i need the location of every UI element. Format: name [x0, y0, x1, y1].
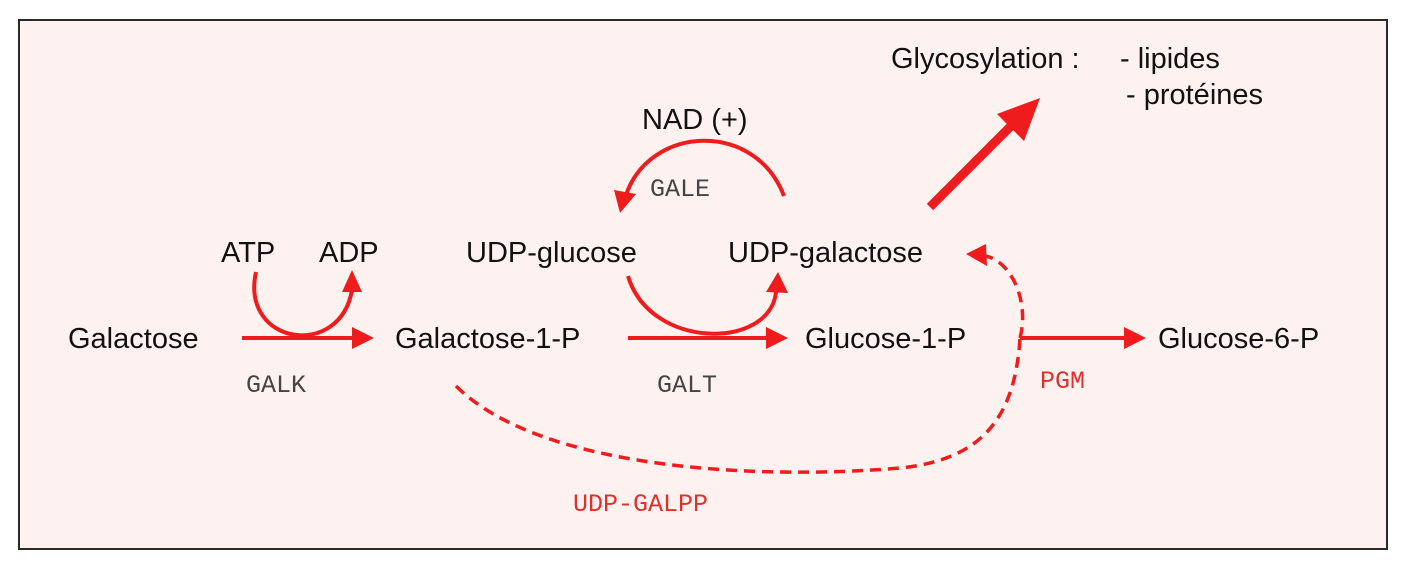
enzyme-pgm: PGM [1040, 367, 1085, 396]
arrow-galactose-to-galactose-1-p [242, 327, 374, 349]
dashed-arrow-to-udp-galactose [966, 244, 1025, 339]
arrow-gale-epimerase [614, 138, 786, 213]
diagram-frame [18, 19, 1388, 550]
arrow-atp-to-adp [252, 270, 362, 338]
label-glucose-1-p: Glucose-1-P [805, 323, 966, 355]
label-adp: ADP [319, 237, 379, 269]
label-galactose-1-p: Galactose-1-P [395, 323, 580, 355]
enzyme-galt: GALT [657, 371, 717, 400]
arrow-udp-glucose-to-udp-galactose [626, 272, 788, 336]
label-udp-galactose: UDP-galactose [728, 237, 923, 269]
glycosylation-item-lipides: - lipides [1120, 43, 1220, 75]
label-glucose-6-p: Glucose-6-P [1158, 323, 1319, 355]
label-udp-glucose: UDP-glucose [466, 237, 637, 269]
label-galactose: Galactose [68, 323, 199, 355]
glycosylation-title: Glycosylation : [891, 43, 1080, 75]
enzyme-galk: GALK [246, 371, 306, 400]
enzyme-udp-galpp: UDP-GALPP [573, 490, 708, 519]
arrow-to-glycosylation [926, 98, 1040, 211]
label-nad: NAD (+) [642, 104, 748, 136]
glycosylation-item-proteines: - protéines [1126, 79, 1263, 111]
arrow-galactose-1-p-to-glucose-1-p [628, 327, 788, 349]
label-atp: ATP [221, 237, 275, 269]
dashed-udp-galpp-arc [454, 337, 1022, 474]
arrow-glucose-1-p-to-glucose-6-p [1020, 327, 1146, 349]
enzyme-gale: GALE [650, 175, 710, 204]
